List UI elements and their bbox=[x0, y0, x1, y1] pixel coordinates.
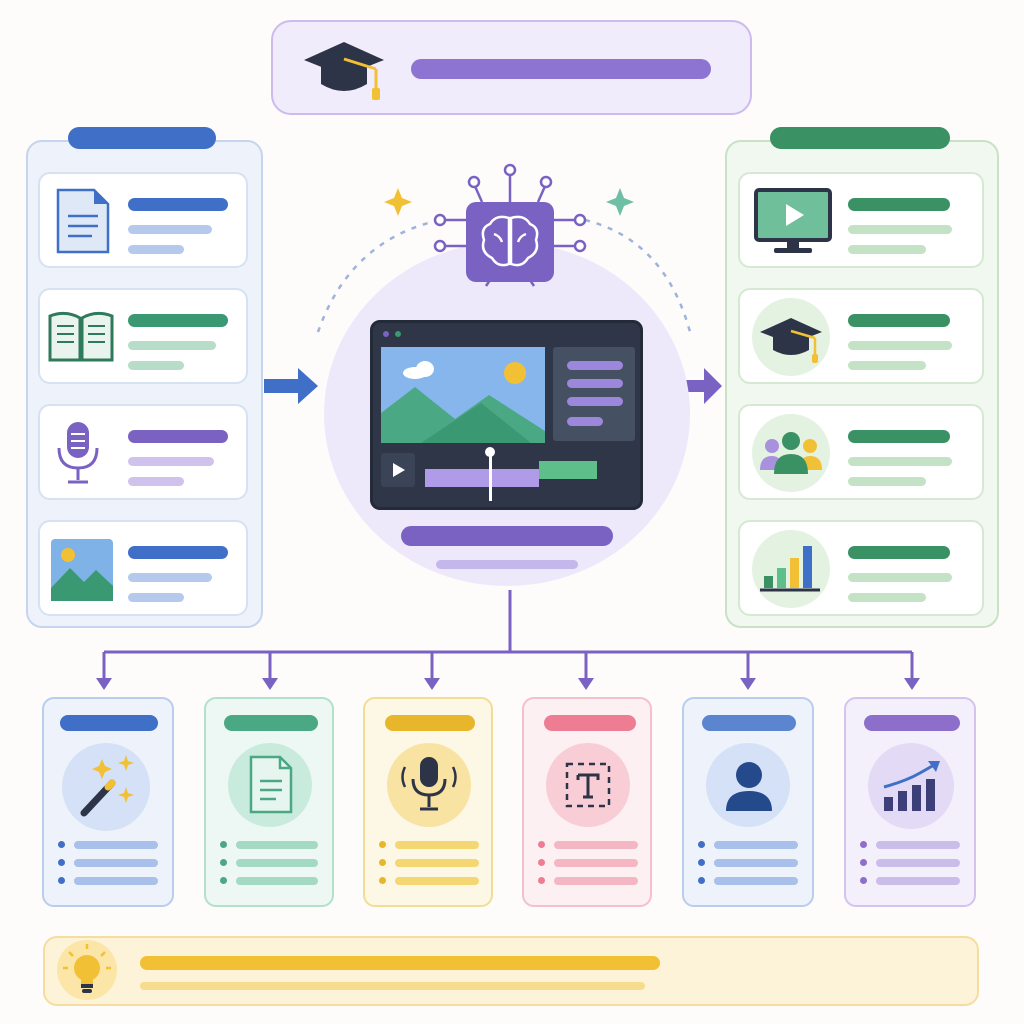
tree-connector bbox=[102, 590, 914, 682]
right-panel-title bbox=[770, 127, 950, 149]
bar-chart-icon bbox=[760, 546, 820, 592]
text-box-icon bbox=[565, 762, 611, 808]
left-item-microphone[interactable] bbox=[38, 404, 248, 500]
magic-wand-icon bbox=[80, 755, 134, 817]
user-icon bbox=[726, 762, 772, 811]
feature-card-title bbox=[385, 715, 475, 731]
center-label bbox=[401, 526, 613, 546]
lightbulb-icon bbox=[63, 944, 111, 993]
microphone-icon bbox=[401, 757, 457, 811]
right-item-education[interactable] bbox=[738, 288, 984, 384]
left-item-book[interactable] bbox=[38, 288, 248, 384]
feature-card-title bbox=[224, 715, 318, 731]
feature-card-text[interactable] bbox=[522, 697, 652, 907]
left-item-document[interactable] bbox=[38, 172, 248, 268]
feature-card-user[interactable] bbox=[682, 697, 814, 907]
header-text bbox=[411, 59, 711, 79]
graduation-cap-icon bbox=[304, 42, 384, 100]
feature-card-document[interactable] bbox=[204, 697, 334, 907]
play-button[interactable] bbox=[381, 453, 415, 487]
left-item-image[interactable] bbox=[38, 520, 248, 616]
feature-card-title bbox=[702, 715, 796, 731]
document-icon bbox=[249, 755, 293, 814]
video-monitor-icon bbox=[754, 188, 832, 253]
header-banner bbox=[271, 20, 752, 115]
feature-card-audio[interactable] bbox=[363, 697, 493, 907]
play-icon bbox=[393, 463, 405, 477]
footer-banner bbox=[43, 936, 979, 1006]
feature-card-title bbox=[544, 715, 636, 731]
playhead[interactable] bbox=[489, 451, 492, 501]
landscape-preview-icon bbox=[381, 347, 545, 443]
right-item-community[interactable] bbox=[738, 404, 984, 500]
sparkle-icon bbox=[384, 188, 412, 216]
graduation-cap-icon bbox=[760, 318, 822, 363]
image-icon bbox=[51, 539, 113, 601]
footer-text bbox=[140, 956, 660, 970]
ai-brain-chip-icon bbox=[433, 163, 587, 287]
feature-card-title bbox=[864, 715, 960, 731]
left-panel-title bbox=[68, 127, 216, 149]
sparkle-icon bbox=[606, 188, 634, 216]
arrow-right-icon bbox=[686, 368, 722, 404]
microphone-icon bbox=[57, 422, 99, 484]
arrow-right-icon bbox=[264, 368, 318, 404]
group-people-icon bbox=[760, 432, 822, 474]
growth-chart-icon bbox=[883, 761, 940, 811]
right-item-analytics[interactable] bbox=[738, 520, 984, 616]
timeline-track[interactable] bbox=[425, 469, 539, 487]
feature-card-growth[interactable] bbox=[844, 697, 976, 907]
document-icon bbox=[56, 188, 110, 254]
feature-card-title bbox=[60, 715, 158, 731]
video-editor-window[interactable] bbox=[370, 320, 643, 510]
feature-card-magic-wand[interactable] bbox=[42, 697, 174, 907]
open-book-icon bbox=[48, 311, 114, 362]
timeline-clip[interactable] bbox=[539, 461, 597, 479]
right-item-video[interactable] bbox=[738, 172, 984, 268]
